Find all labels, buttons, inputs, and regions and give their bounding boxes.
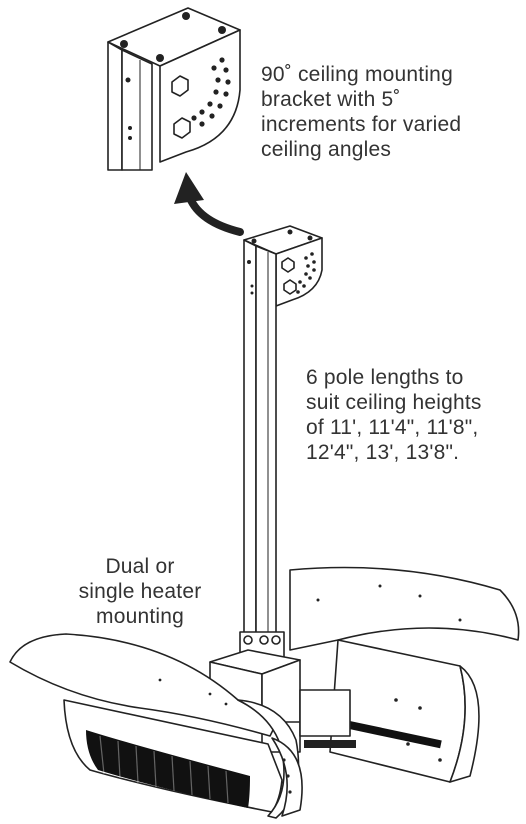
rear-heater	[289, 566, 520, 783]
dual-caption-line: Dual or	[105, 555, 175, 578]
bracket-caption-line: increments for varied	[261, 113, 462, 136]
dual-mount-caption: Dual or single heater mounting	[50, 554, 230, 629]
pole-caption-line: 12'4", 13', 13'8".	[306, 441, 460, 464]
pole-caption-line: of 11', 11'4", 11'8",	[306, 416, 479, 439]
pole-caption-line: suit ceiling heights	[306, 391, 482, 414]
pole-caption: 6 pole lengths to suit ceiling heights o…	[306, 365, 482, 465]
bracket-caption-line: ceiling angles	[261, 138, 392, 161]
curved-arrow-icon	[174, 172, 244, 236]
dual-caption-line: single heater	[78, 580, 202, 603]
bracket-detail	[107, 7, 241, 171]
pole-caption-line: 6 pole lengths to	[306, 366, 464, 389]
bracket-caption-line: 90˚ ceiling mounting	[261, 63, 453, 86]
dual-caption-line: mounting	[96, 605, 184, 628]
bracket-caption-line: bracket with 5˚	[261, 88, 401, 111]
bracket-caption: 90˚ ceiling mounting bracket with 5˚ inc…	[261, 62, 461, 162]
pole-assembly	[239, 225, 323, 663]
front-heater	[9, 633, 303, 819]
